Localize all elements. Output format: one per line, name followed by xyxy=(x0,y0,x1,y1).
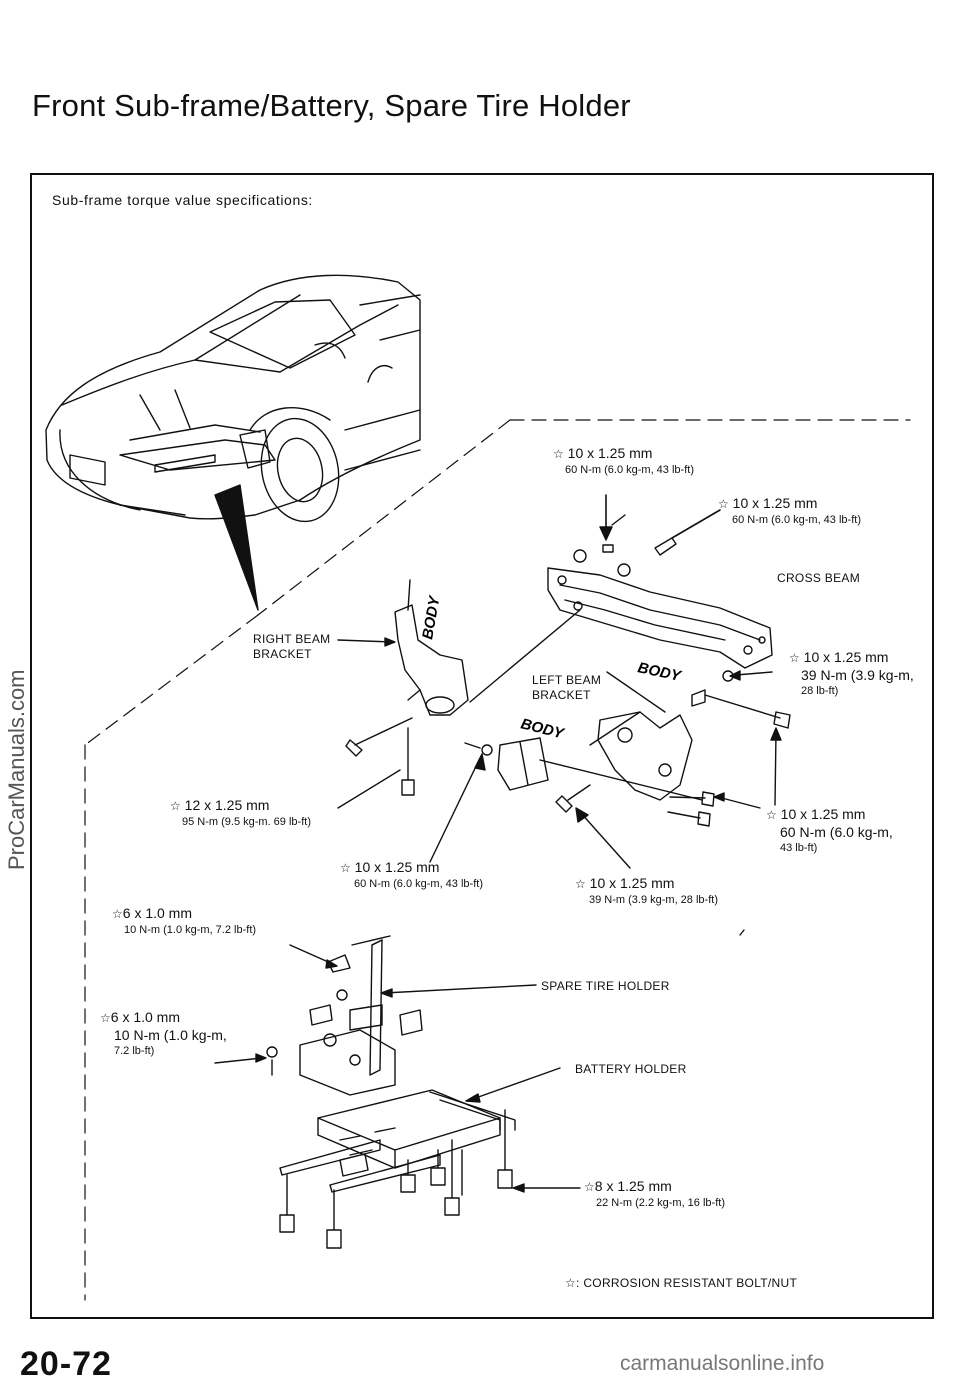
left-beam-bracket xyxy=(597,671,706,801)
label-spare-tire-holder: SPARE TIRE HOLDER xyxy=(541,979,670,993)
star-icon: ☆ xyxy=(766,808,777,822)
spec-callout-5: ☆ 10 x 1.25 mm 60 N-m (6.0 kg-m, 43 lb-f… xyxy=(766,806,893,854)
star-icon: ☆ xyxy=(789,651,800,665)
right-beam-bracket xyxy=(394,579,469,716)
star-icon: ☆ xyxy=(340,861,351,875)
watermark-left: ProCarManuals.com xyxy=(4,669,29,870)
car-outline xyxy=(45,274,421,523)
body-label-left: BODY xyxy=(636,659,684,685)
spec-callout-1: ☆ 10 x 1.25 mm 60 N-m (6.0 kg-m, 43 lb-f… xyxy=(553,445,694,476)
spec-callout-7: ☆ 10 x 1.25 mm 39 N-m (3.9 kg-m, 28 lb-f… xyxy=(575,875,718,906)
diagram-frame xyxy=(30,173,934,1319)
engine-mount xyxy=(464,711,703,801)
battery-holder xyxy=(279,1089,516,1193)
star-icon: ☆ xyxy=(584,1180,595,1194)
spec-callout-9: ☆6 x 1.0 mm 10 N-m (1.0 kg-m, 7.2 lb-ft) xyxy=(100,1009,227,1057)
spec-callout-10: ☆8 x 1.25 mm 22 N-m (2.2 kg-m, 16 lb-ft) xyxy=(584,1178,725,1209)
body-label-right: BODY xyxy=(419,593,444,641)
star-icon: ☆ xyxy=(112,907,123,921)
spare-tire-holder xyxy=(299,939,423,1096)
body-label-mount: BODY xyxy=(519,715,567,742)
spec-callout-4: ☆ 12 x 1.25 mm 95 N-m (9.5 kg-m. 69 lb-f… xyxy=(170,797,311,828)
cross-beam xyxy=(547,567,773,669)
watermark-right: carmanualsonline.info xyxy=(620,1352,825,1375)
label-cross-beam: CROSS BEAM xyxy=(777,571,861,585)
spec-callout-6: ☆ 10 x 1.25 mm 60 N-m (6.0 kg-m, 43 lb-f… xyxy=(340,859,483,890)
label-left-beam-bracket: LEFT BEAM BRACKET xyxy=(532,673,602,702)
star-icon: ☆: xyxy=(565,1276,580,1290)
page-number: 20-72 xyxy=(20,1345,112,1383)
spec-callout-3: ☆ 10 x 1.25 mm 39 N-m (3.9 kg-m, 28 lb-f… xyxy=(789,649,914,697)
subheading: Sub-frame torque value specifications: xyxy=(52,192,313,208)
label-right-beam-bracket: RIGHT BEAM BRACKET xyxy=(253,632,331,661)
star-icon: ☆ xyxy=(170,799,181,813)
label-battery-holder: BATTERY HOLDER xyxy=(575,1062,687,1076)
spec-callout-2: ☆ 10 x 1.25 mm 60 N-m (6.0 kg-m, 43 lb-f… xyxy=(718,495,861,526)
page-title: Front Sub-frame/Battery, Spare Tire Hold… xyxy=(32,88,631,123)
spec-callout-8: ☆6 x 1.0 mm 10 N-m (1.0 kg-m, 7.2 lb-ft) xyxy=(112,905,257,936)
legend: ☆: CORROSION RESISTANT BOLT/NUT xyxy=(565,1276,798,1290)
star-icon: ☆ xyxy=(575,877,586,891)
star-icon: ☆ xyxy=(100,1011,111,1025)
star-icon: ☆ xyxy=(718,497,729,511)
star-icon: ☆ xyxy=(553,447,564,461)
